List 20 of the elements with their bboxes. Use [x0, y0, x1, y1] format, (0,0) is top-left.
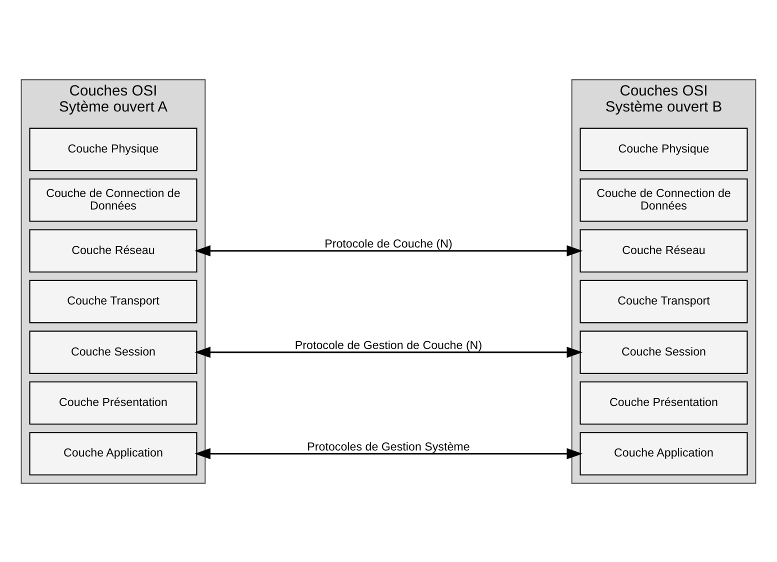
node-box: Couche de Connection de Données — [580, 178, 748, 222]
node-box: Couche Physique — [29, 127, 198, 171]
edge-label: Protocole de Couche (N) — [324, 236, 452, 250]
node-box: Couche Présentation — [580, 380, 748, 424]
node-box: Couche Session — [580, 330, 748, 374]
node-box: Couche de Connection de Données — [29, 178, 198, 222]
arrow — [194, 244, 583, 256]
node-box: Couche Session — [29, 330, 198, 374]
node-box: Couche Réseau — [29, 228, 198, 272]
node-box: Couche Transport — [580, 279, 748, 323]
node-box: Couche Application — [580, 432, 748, 475]
node-box: Couche Physique — [580, 127, 748, 171]
node-box: Couche Application — [29, 432, 198, 475]
edge-label: Protocole de Gestion de Couche (N) — [294, 338, 482, 352]
node-box: Couche Transport — [29, 279, 198, 323]
arrow — [194, 448, 583, 459]
node-box: Couche Réseau — [580, 228, 748, 272]
node-box: Couche Présentation — [29, 380, 198, 424]
edge-label: Protocoles de Gestion Système — [307, 440, 470, 453]
arrow — [194, 346, 583, 358]
